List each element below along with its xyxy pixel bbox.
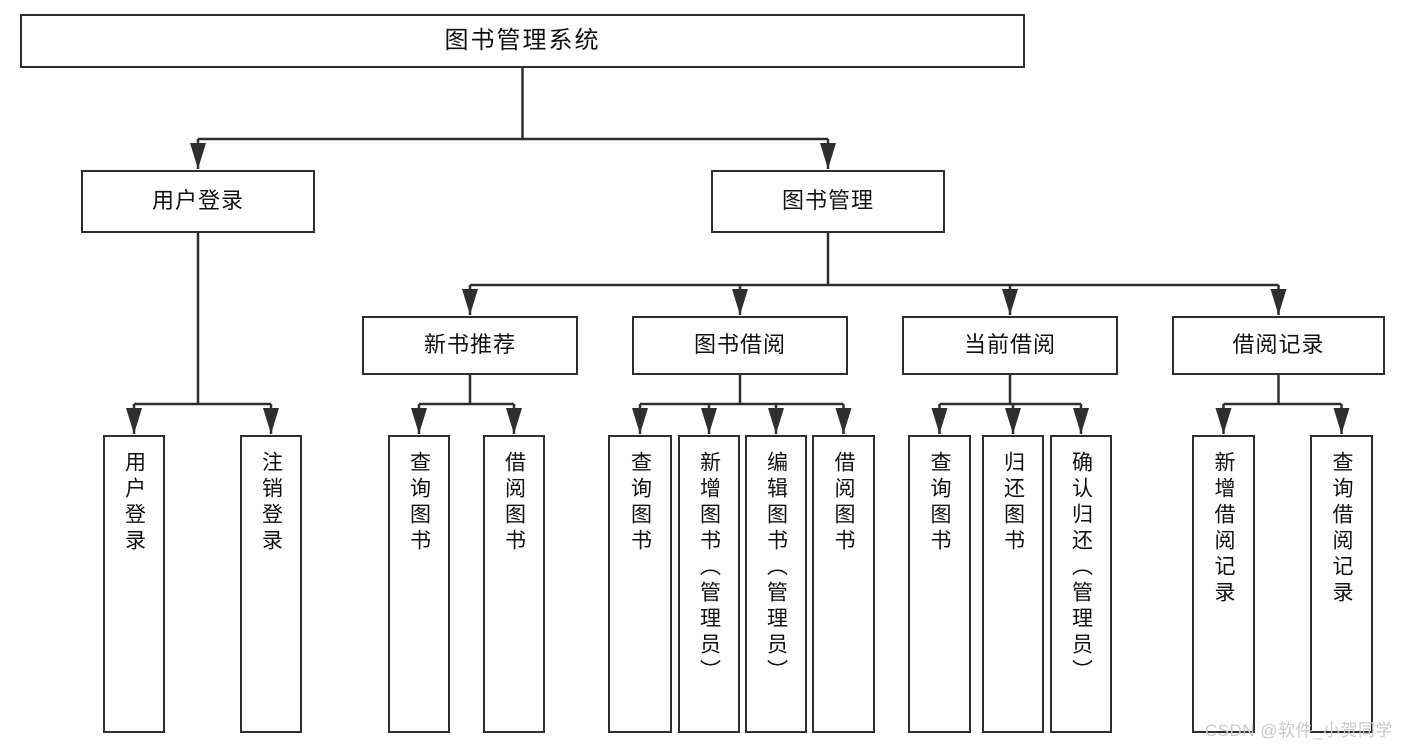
node-label: 借阅图书 [832, 451, 855, 555]
node-leaf-logout[interactable]: 注销登录 [240, 435, 302, 733]
arrowhead-icon [1005, 408, 1021, 434]
arrowhead-icon [632, 408, 648, 434]
arrowhead-icon [506, 408, 522, 434]
node-label: 新书推荐 [423, 332, 516, 358]
node-label: 图书管理系统 [444, 26, 601, 54]
watermark-label: CSDN @软件_小贺同学 [1204, 721, 1393, 740]
arrowhead-icon [1270, 289, 1287, 315]
node-label: 用户登录 [122, 451, 146, 555]
node-leaf-query-book-cur[interactable]: 查询图书 [908, 435, 971, 733]
arrowhead-icon [768, 408, 784, 434]
node-leaf-user-login[interactable]: 用户登录 [103, 435, 165, 733]
arrowhead-icon [1073, 408, 1089, 434]
node-current-borrow[interactable]: 当前借阅 [902, 316, 1118, 375]
arrowhead-icon [126, 408, 142, 434]
node-label: 归还图书 [1001, 451, 1025, 555]
node-book-borrow[interactable]: 图书借阅 [632, 316, 848, 375]
node-leaf-borrow-book-rec[interactable]: 借阅图书 [483, 435, 545, 733]
node-label: 查询图书 [928, 451, 951, 555]
node-label: 当前借阅 [963, 332, 1056, 358]
node-leaf-add-book[interactable]: 新增图书（管理员） [678, 435, 740, 733]
node-borrow-record[interactable]: 借阅记录 [1172, 316, 1385, 375]
node-label: 注销登录 [259, 451, 283, 555]
node-book-manage[interactable]: 图书管理 [711, 170, 945, 233]
arrowhead-icon [1002, 289, 1018, 315]
arrowhead-icon [931, 408, 948, 434]
arrowhead-icon [263, 408, 279, 434]
arrowhead-icon [190, 143, 206, 169]
arrowhead-icon [462, 289, 478, 315]
node-label: 查询图书 [628, 451, 652, 555]
node-label: 新增图书（管理员） [697, 451, 721, 685]
arrowhead-icon [732, 289, 748, 315]
node-user-login[interactable]: 用户登录 [81, 170, 315, 233]
arrowhead-icon [701, 408, 717, 434]
arrowhead-icon [835, 408, 852, 434]
node-label: 确认归还（管理员） [1069, 451, 1093, 685]
node-leaf-query-record[interactable]: 查询借阅记录 [1310, 435, 1373, 733]
node-leaf-return-book[interactable]: 归还图书 [982, 435, 1044, 733]
node-leaf-query-book-rec[interactable]: 查询图书 [388, 435, 450, 733]
node-leaf-add-record[interactable]: 新增借阅记录 [1192, 435, 1255, 733]
node-leaf-confirm-return[interactable]: 确认归还（管理员） [1050, 435, 1112, 733]
node-leaf-edit-book[interactable]: 编辑图书（管理员） [745, 435, 807, 733]
node-label: 新增借阅记录 [1212, 451, 1235, 607]
node-label: 图书管理 [781, 188, 874, 214]
node-label: 图书借阅 [693, 332, 786, 358]
node-label: 查询借阅记录 [1330, 451, 1353, 607]
node-label: 编辑图书（管理员） [764, 451, 788, 685]
node-new-book-rec[interactable]: 新书推荐 [362, 316, 578, 375]
node-label: 借阅记录 [1232, 332, 1325, 358]
node-leaf-query-book-borrow[interactable]: 查询图书 [608, 435, 672, 733]
arrowhead-icon [1333, 408, 1350, 434]
arrowhead-icon [1215, 408, 1232, 434]
node-label: 用户登录 [151, 188, 244, 214]
node-root[interactable]: 图书管理系统 [20, 14, 1025, 68]
node-label: 查询图书 [407, 451, 431, 555]
arrowhead-icon [820, 143, 836, 169]
node-label: 借阅图书 [502, 451, 526, 555]
arrowhead-icon [411, 408, 427, 434]
node-leaf-borrow-book[interactable]: 借阅图书 [812, 435, 875, 733]
